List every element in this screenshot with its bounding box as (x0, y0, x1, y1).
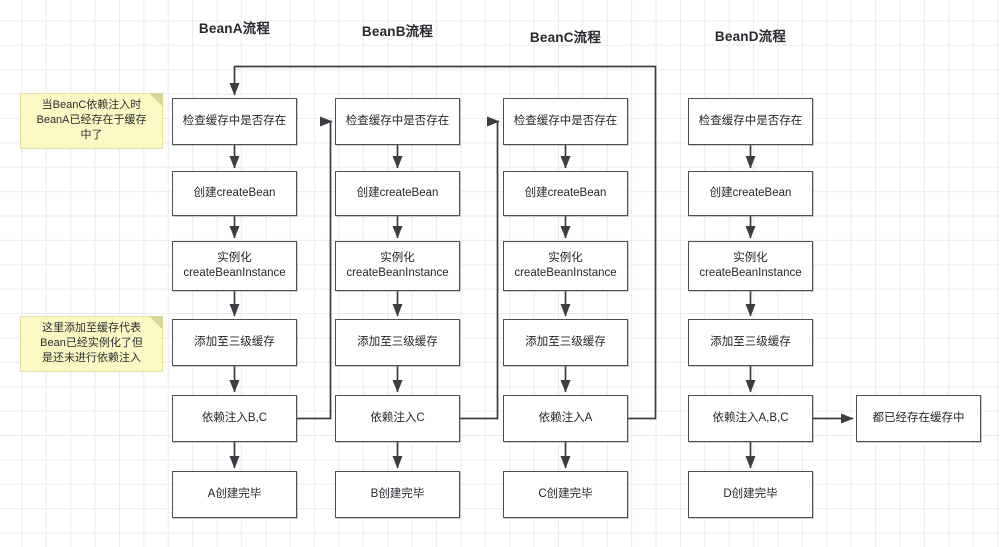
node-b-create-label: 创建createBean (356, 187, 439, 199)
node-c-inject[interactable]: 依赖注入A (503, 395, 628, 442)
node-b-create[interactable]: 创建createBean (335, 171, 460, 216)
node-c-check[interactable]: 检查缓存中是否存在 (503, 98, 628, 145)
node-c-cache-label: 添加至三级缓存 (525, 336, 606, 348)
node-all-cached-label: 都已经存在缓存中 (872, 412, 965, 424)
note-third-level-cache: 这里添加至缓存代表 Bean已经实例化了但 是还未进行依赖注入 (20, 316, 163, 372)
node-d-check-label: 检查缓存中是否存在 (698, 115, 803, 127)
edge-a-inject-to-b-check (297, 116, 333, 420)
node-a-check[interactable]: 检查缓存中是否存在 (172, 98, 297, 145)
node-b-inject[interactable]: 依赖注入C (335, 395, 460, 442)
node-d-check[interactable]: 检查缓存中是否存在 (688, 98, 813, 145)
node-c-check-label: 检查缓存中是否存在 (513, 115, 618, 127)
node-c-done-label: C创建完毕 (538, 488, 593, 500)
node-d-create-label: 创建createBean (709, 187, 792, 199)
node-b-inject-label: 依赖注入C (370, 412, 425, 424)
node-d-done-label: D创建完毕 (723, 488, 778, 500)
note-beanc-inject: 当BeanC依赖注入时 BeanA已经存在于缓存 中了 (20, 93, 163, 149)
node-a-done-label: A创建完毕 (207, 488, 262, 500)
node-d-cache[interactable]: 添加至三级缓存 (688, 319, 813, 366)
node-d-inject-label: 依赖注入A,B,C (712, 412, 789, 424)
node-c-done[interactable]: C创建完毕 (503, 471, 628, 518)
node-c-create-label: 创建createBean (524, 187, 607, 199)
node-b-done-label: B创建完毕 (370, 488, 425, 500)
node-a-check-label: 检查缓存中是否存在 (182, 115, 287, 127)
node-a-inject[interactable]: 依赖注入B,C (172, 395, 297, 442)
node-a-cache-label: 添加至三级缓存 (194, 336, 275, 348)
node-b-cache-label: 添加至三级缓存 (357, 336, 438, 348)
node-a-create[interactable]: 创建createBean (172, 171, 297, 216)
node-b-done[interactable]: B创建完毕 (335, 471, 460, 518)
node-all-cached[interactable]: 都已经存在缓存中 (856, 395, 981, 442)
node-d-create[interactable]: 创建createBean (688, 171, 813, 216)
node-c-create[interactable]: 创建createBean (503, 171, 628, 216)
node-b-check[interactable]: 检查缓存中是否存在 (335, 98, 460, 145)
node-d-inject[interactable]: 依赖注入A,B,C (688, 395, 813, 442)
node-a-create-label: 创建createBean (193, 187, 276, 199)
node-c-inject-label: 依赖注入A (538, 412, 593, 424)
node-c-cache[interactable]: 添加至三级缓存 (503, 319, 628, 366)
column-title-beanc: BeanC流程 (529, 30, 602, 45)
column-title-beand: BeanD流程 (714, 29, 787, 44)
node-d-cache-label: 添加至三级缓存 (710, 336, 791, 348)
node-a-done[interactable]: A创建完毕 (172, 471, 297, 518)
node-b-check-label: 检查缓存中是否存在 (345, 115, 450, 127)
column-title-beana: BeanA流程 (198, 21, 271, 36)
node-b-cache[interactable]: 添加至三级缓存 (335, 319, 460, 366)
node-a-cache[interactable]: 添加至三级缓存 (172, 319, 297, 366)
column-title-beanb: BeanB流程 (361, 24, 434, 39)
node-d-done[interactable]: D创建完毕 (688, 471, 813, 518)
node-a-inject-label: 依赖注入B,C (201, 412, 268, 424)
edge-b-inject-to-c-check (460, 116, 500, 420)
